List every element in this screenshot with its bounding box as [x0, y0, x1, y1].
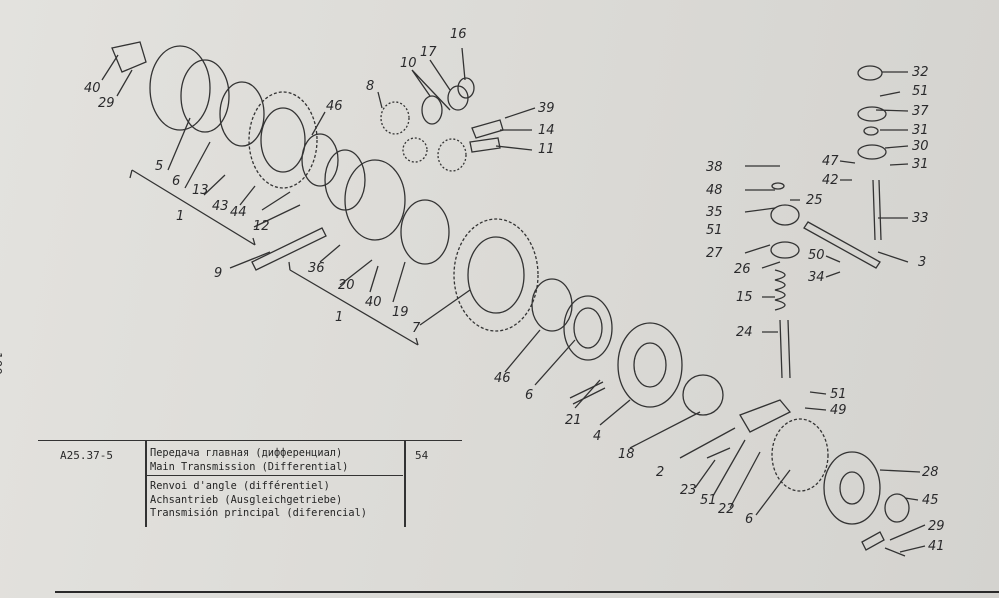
callout-number: 31 — [912, 123, 929, 138]
callout-number: 29 — [928, 519, 945, 534]
callout-number: 33 — [912, 211, 929, 226]
callout-number: 1 — [176, 209, 185, 224]
callout-number: 20 — [338, 278, 355, 293]
callout-number: 25 — [806, 193, 823, 208]
callout-number: 50 — [808, 248, 825, 263]
callout-number: 46 — [494, 371, 511, 386]
title-french: Renvoi d'angle (différentiel) — [150, 480, 330, 492]
callout-number: 17 — [420, 45, 437, 60]
callout-number: 34 — [808, 270, 825, 285]
callout-number: 15 — [736, 290, 753, 305]
callout-number: 27 — [706, 246, 723, 261]
callout-number: 48 — [706, 183, 723, 198]
title-list: Передача главная (дифференциал) Main Tra… — [145, 447, 403, 521]
callout-number: 51 — [830, 387, 847, 402]
callout-number: 41 — [928, 539, 945, 554]
callout-number: 49 — [830, 403, 847, 418]
callout-number: 16 — [450, 27, 467, 42]
callout-number: 43 — [212, 199, 229, 214]
page-number: 100 — [0, 352, 4, 375]
callout-number: 22 — [718, 502, 735, 517]
callout-number: 35 — [706, 205, 723, 220]
callout-number: 37 — [912, 104, 929, 119]
callout-number: 14 — [538, 123, 555, 138]
callout-number: 7 — [412, 321, 421, 336]
callout-number: 31 — [912, 157, 929, 172]
callout-number: 47 — [822, 154, 839, 169]
callout-number: 28 — [922, 465, 939, 480]
callout-number: 4 — [593, 429, 602, 444]
callout-number: 2 — [656, 465, 665, 480]
callout-number: 18 — [618, 447, 635, 462]
callout-number: 23 — [680, 483, 697, 498]
title-english: Main Transmission (Differential) — [150, 460, 349, 473]
callout-number: 6 — [172, 174, 181, 189]
callout-number: 9 — [214, 266, 223, 281]
callout-number: 51 — [706, 223, 723, 238]
callout-number: 10 — [400, 56, 417, 71]
callout-number: 12 — [253, 219, 270, 234]
callout-number: 40 — [365, 295, 382, 310]
callout-number: 29 — [98, 96, 115, 111]
callout-number: 1 — [335, 310, 344, 325]
callout-number: 8 — [366, 79, 375, 94]
title-block-divider — [404, 441, 406, 527]
title-german: Achsantrieb (Ausgleichgetriebe) — [150, 493, 343, 506]
callout-number: 21 — [565, 413, 582, 428]
callout-number: 6 — [745, 512, 754, 527]
title-russian: Передача главная (дифференциал) — [150, 447, 343, 459]
callout-number: 11 — [538, 142, 555, 157]
callout-number: 44 — [230, 205, 247, 220]
callout-number: 6 — [525, 388, 534, 403]
sheet-number: 54 — [415, 449, 429, 462]
title-block-divider — [145, 441, 147, 527]
callout-number: 19 — [392, 305, 409, 320]
title-divider — [145, 475, 403, 476]
title-spanish: Transmisión principal (diferencial) — [150, 507, 367, 519]
title-block: А25.37-5 Передача главная (дифференциал)… — [38, 440, 462, 527]
callout-number: 38 — [706, 160, 723, 175]
callout-number: 46 — [326, 99, 343, 114]
callout-number: 32 — [912, 65, 929, 80]
callout-number: 13 — [192, 183, 209, 198]
callout-number: 51 — [700, 493, 717, 508]
callout-number: 26 — [734, 262, 751, 277]
callout-number: 36 — [308, 261, 325, 276]
callout-number: 42 — [822, 173, 839, 188]
callout-number: 3 — [918, 255, 927, 270]
page-bottom-rule — [55, 591, 999, 593]
catalog-code: А25.37-5 — [60, 449, 113, 462]
callout-number: 40 — [84, 81, 101, 96]
callout-number: 39 — [538, 101, 555, 116]
callout-number: 45 — [922, 493, 939, 508]
callout-number: 51 — [912, 84, 929, 99]
callout-number: 24 — [736, 325, 753, 340]
callout-number: 30 — [912, 139, 929, 154]
callout-number: 5 — [155, 159, 164, 174]
